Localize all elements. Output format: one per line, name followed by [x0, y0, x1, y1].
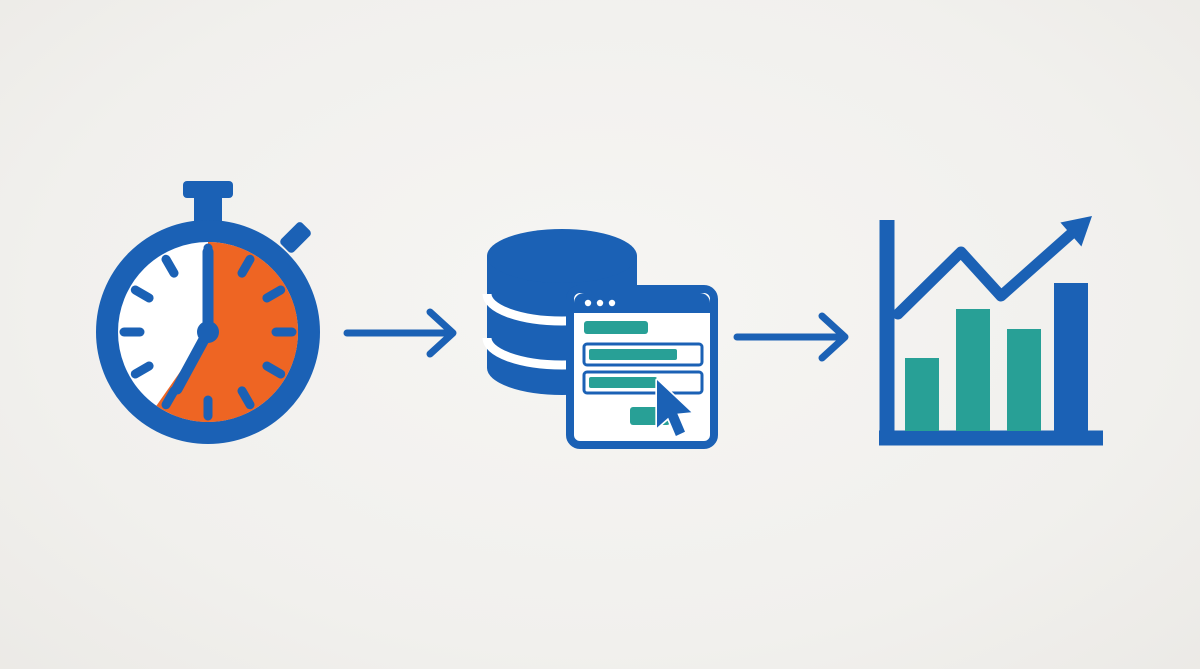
arrow-right-icon	[733, 312, 849, 362]
chart-bar	[1007, 329, 1041, 431]
cursor-icon	[655, 378, 693, 438]
trend-arrow-icon	[892, 216, 1092, 320]
stopwatch-side-button	[280, 222, 311, 253]
arrow-right-icon	[343, 308, 457, 358]
form-field-value-bar	[589, 349, 677, 360]
stopwatch-elapsed-sector	[156, 241, 299, 422]
trend-arrowhead	[1060, 216, 1092, 247]
stopwatch-hub	[197, 321, 219, 343]
stopwatch-icon	[96, 181, 320, 444]
chart-axes	[879, 220, 1103, 446]
query-form-icon	[566, 285, 718, 449]
stopwatch-tick-marks	[119, 243, 297, 421]
form-label-bar	[584, 321, 648, 334]
database-top-disc	[487, 229, 637, 283]
form-field-value-bar	[589, 377, 657, 388]
form-titlebar	[574, 293, 710, 313]
window-dots-icon	[584, 299, 616, 307]
bar-chart-icon	[879, 216, 1103, 446]
chart-bar	[1054, 283, 1088, 431]
chart-bar	[905, 358, 939, 431]
chart-bar	[956, 309, 990, 431]
